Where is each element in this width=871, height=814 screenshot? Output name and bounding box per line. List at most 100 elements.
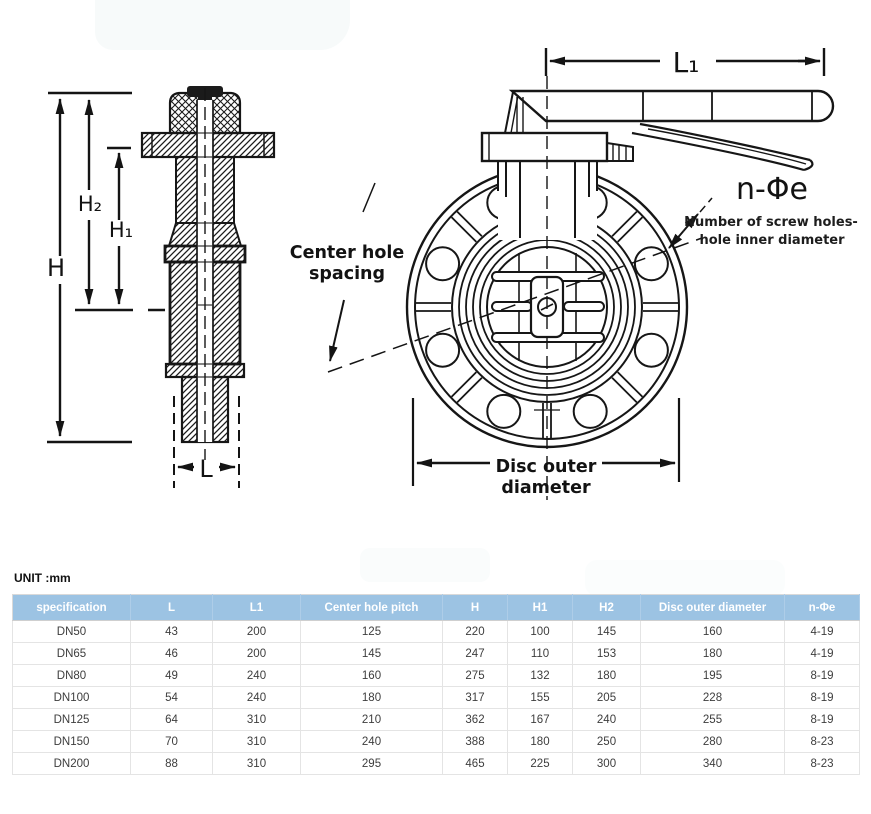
table-cell: 317 <box>442 686 508 709</box>
disc-mechanism <box>491 253 605 361</box>
table-cell: 155 <box>507 686 573 709</box>
table-cell: DN80 <box>12 664 131 687</box>
table-cell: 310 <box>212 730 301 753</box>
table-cell: 247 <box>442 642 508 665</box>
dim-label-H2: H₂ <box>78 192 102 216</box>
table-cell: 110 <box>507 642 573 665</box>
table-cell: 8-19 <box>784 686 860 709</box>
table-cell: 362 <box>442 708 508 731</box>
header-cell: Disc outer diameter <box>640 594 785 621</box>
table-cell: 145 <box>572 620 641 643</box>
table-cell: 4-19 <box>784 642 860 665</box>
table-cell: DN65 <box>12 642 131 665</box>
side-view-dimensions <box>47 91 240 488</box>
handle-lever <box>508 89 835 123</box>
table-cell: 64 <box>130 708 213 731</box>
header-cell: H1 <box>507 594 573 621</box>
table-cell: 153 <box>572 642 641 665</box>
table-cell: 195 <box>640 664 785 687</box>
table-cell: 225 <box>507 752 573 775</box>
table-cell: 180 <box>300 686 443 709</box>
table-cell: 240 <box>572 708 641 731</box>
unit-label: UNIT :mm <box>14 571 71 585</box>
dim-label-H: H <box>47 254 65 282</box>
table-cell: 125 <box>300 620 443 643</box>
table-cell: 200 <box>212 620 301 643</box>
disc-outer-diameter-line1: Disc outer <box>496 457 597 477</box>
table-cell: 340 <box>640 752 785 775</box>
table-cell: 145 <box>300 642 443 665</box>
table-cell: 205 <box>572 686 641 709</box>
watermark-blob <box>95 0 350 50</box>
table-cell: 167 <box>507 708 573 731</box>
valve-neck <box>497 160 598 238</box>
table-cell: 388 <box>442 730 508 753</box>
header-cell: n-Φe <box>784 594 860 621</box>
table-cell: 250 <box>572 730 641 753</box>
header-cell: L <box>130 594 213 621</box>
table-cell: 180 <box>572 664 641 687</box>
table-cell: 300 <box>572 752 641 775</box>
table-cell: 88 <box>130 752 213 775</box>
table-cell: 240 <box>300 730 443 753</box>
header-cell: L1 <box>212 594 301 621</box>
table-cell: 220 <box>442 620 508 643</box>
table-cell: 180 <box>507 730 573 753</box>
table-cell: 310 <box>212 708 301 731</box>
table-cell: 210 <box>300 708 443 731</box>
table-cell: 280 <box>640 730 785 753</box>
table-cell: 275 <box>442 664 508 687</box>
table-cell: 240 <box>212 664 301 687</box>
side-view-drawing <box>140 86 276 460</box>
table-cell: 160 <box>640 620 785 643</box>
table-cell: 310 <box>212 752 301 775</box>
table-cell: 4-19 <box>784 620 860 643</box>
table-cell: 46 <box>130 642 213 665</box>
flange-spokes <box>416 210 678 438</box>
table-cell: 43 <box>130 620 213 643</box>
watermark-blob <box>585 560 785 596</box>
table-cell: DN200 <box>12 752 131 775</box>
table-cell: 160 <box>300 664 443 687</box>
table-cell: 132 <box>507 664 573 687</box>
table-cell: 255 <box>640 708 785 731</box>
valve-technical-drawing: H H₂ H₁ L <box>47 46 858 500</box>
table-cell: 54 <box>130 686 213 709</box>
screw-note-line1: Number of screw holes- <box>684 215 858 230</box>
table-cell: 100 <box>507 620 573 643</box>
table-cell: DN125 <box>12 708 131 731</box>
dim-label-L1: L₁ <box>673 46 700 79</box>
label-n-phi-e: n-Φe <box>736 172 808 207</box>
table-cell: 8-23 <box>784 730 860 753</box>
construction-lines <box>327 76 703 500</box>
handle-assembly <box>480 89 835 172</box>
table-cell: 8-19 <box>784 664 860 687</box>
header-cell: Center hole pitch <box>300 594 443 621</box>
bolt-circle-line <box>327 237 703 373</box>
table-cell: DN100 <box>12 686 131 709</box>
table-cell: 8-19 <box>784 708 860 731</box>
handle-trigger <box>639 122 811 162</box>
table-cell: 465 <box>442 752 508 775</box>
table-cell: 228 <box>640 686 785 709</box>
disc-outer-diameter-line2: diameter <box>501 478 591 498</box>
table-cell: 240 <box>212 686 301 709</box>
table-cell: 49 <box>130 664 213 687</box>
dim-label-L: L <box>199 455 213 483</box>
center-hole-spacing-line2: spacing <box>309 264 385 284</box>
dim-label-H1: H₁ <box>109 218 133 242</box>
table-cell: 180 <box>640 642 785 665</box>
screw-note-line2: hole inner diameter <box>699 233 845 248</box>
table-cell: DN50 <box>12 620 131 643</box>
handle-bracket <box>480 131 609 163</box>
header-cell: specification <box>12 594 131 621</box>
